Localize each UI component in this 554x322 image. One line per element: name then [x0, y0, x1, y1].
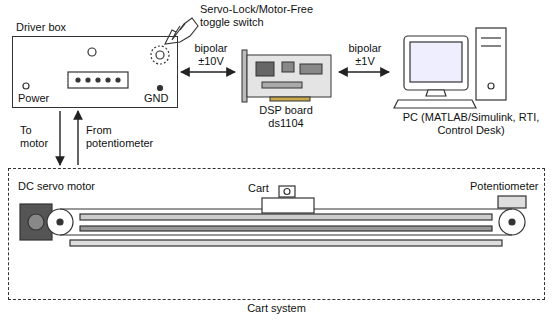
node-label: PC (MATLAB/Simulink, RTI, Control Desk) — [395, 111, 547, 136]
driver-box-panel-part — [23, 83, 29, 89]
panel-label: GND — [144, 92, 174, 105]
driver-box-panel-part — [116, 78, 120, 82]
cart-track-part — [499, 209, 525, 235]
driver-box-panel — [23, 46, 169, 91]
driver-box-panel-part — [96, 78, 100, 82]
cart-track-part — [284, 189, 290, 195]
pc-computer-part — [394, 100, 476, 108]
cart-track-part — [28, 214, 44, 230]
signal-label: bipolar ±10V — [186, 42, 236, 67]
part-label: DC servo motor — [18, 180, 128, 193]
pc-computer-part — [481, 37, 501, 38]
pc-box: PC (MATLAB/Simulink, RTI, Control Desk) — [392, 24, 552, 138]
pc-computer-part — [476, 28, 506, 100]
cart-track-part — [279, 186, 295, 197]
pointing-hand — [165, 18, 198, 44]
callout-label: Servo-Lock/Motor-Free toggle switch — [200, 3, 330, 28]
cart-track-part — [60, 234, 512, 235]
pc-computer — [394, 28, 506, 108]
cart-track-part — [47, 209, 73, 235]
signal-arrow — [59, 111, 60, 165]
pc-computer-part — [481, 45, 501, 46]
cart-track-part — [80, 226, 492, 231]
driver-box-panel-part — [151, 46, 169, 64]
panel-label: Power — [18, 92, 58, 105]
dsp-board-part — [270, 97, 310, 101]
dsp-board-box: DSP board ds1104 — [238, 48, 336, 131]
cart-track-part — [80, 214, 492, 220]
cart-track-part — [509, 219, 515, 225]
cart-track-part — [70, 240, 502, 246]
driver-box-panel-part — [86, 78, 90, 82]
pc-computer-part — [488, 83, 494, 89]
dsp-board-part — [300, 64, 322, 74]
dsp-board-part — [262, 82, 302, 88]
cart-track-part — [57, 219, 63, 225]
pc-computer-part — [404, 36, 468, 90]
node-label: Cart system — [8, 302, 545, 315]
dsp-board-part — [247, 55, 331, 97]
dsp-board-part — [256, 62, 274, 76]
cart-track-part — [262, 198, 314, 213]
cart-track — [20, 186, 526, 246]
driver-box-panel-part — [106, 78, 110, 82]
signal-arrow — [339, 71, 389, 72]
dsp-board-part — [282, 62, 294, 72]
dsp-board-part — [242, 50, 247, 102]
signal-arrow — [77, 111, 78, 165]
cart-track-part — [498, 196, 526, 208]
driver-box-panel-part — [156, 51, 164, 59]
signal-label: bipolar ±1V — [340, 42, 390, 67]
driver-box-panel-part — [158, 86, 163, 91]
driver-box-panel-part — [68, 72, 128, 88]
signal-arrow — [181, 71, 235, 72]
node-label: Driver box — [16, 21, 136, 34]
pointing-hand-part — [176, 24, 185, 32]
pointing-hand-part — [165, 18, 198, 44]
signal-label: From potentiometer — [86, 124, 166, 149]
signal-label: To motor — [20, 124, 56, 149]
pc-computer-part — [426, 90, 446, 96]
pc-computer-part — [410, 42, 462, 82]
driver-box-panel-part — [76, 78, 80, 82]
part-label: Potentiometer — [470, 180, 544, 193]
dsp-board — [242, 50, 331, 102]
node-label: DSP board ds1104 — [241, 104, 331, 129]
part-label: Cart — [248, 182, 278, 195]
driver-box-panel-part — [88, 48, 96, 56]
